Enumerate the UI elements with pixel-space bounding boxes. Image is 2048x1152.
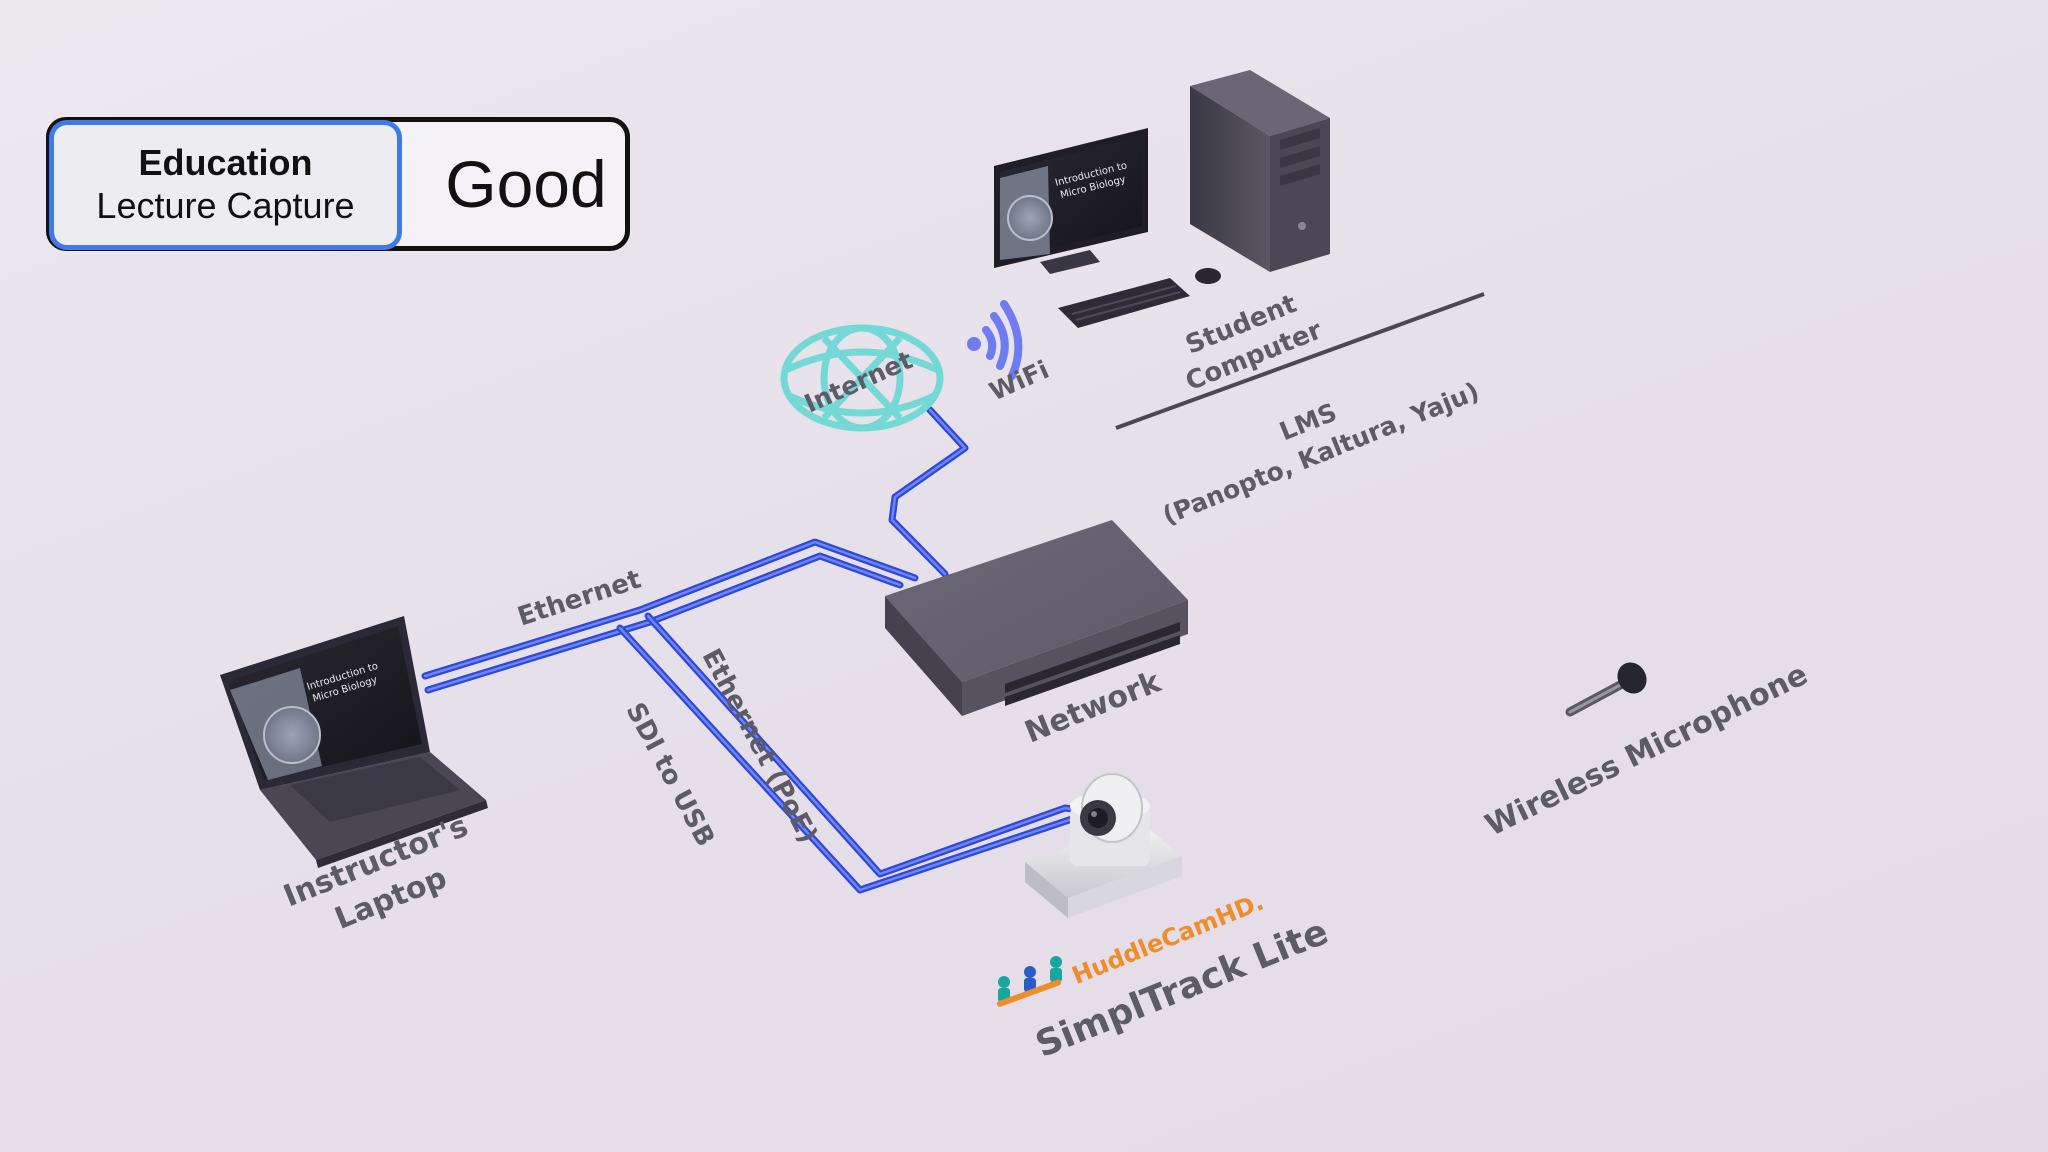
rating-badge: Education Lecture Capture Good xyxy=(46,117,630,251)
keyboard-keys xyxy=(1071,285,1181,321)
badge-rating: Good xyxy=(445,147,607,221)
wireless-microphone xyxy=(1565,662,1647,717)
network-switch xyxy=(885,520,1188,716)
huddlecamhd-logo-icon xyxy=(996,956,1062,1007)
instructor-laptop: Introduction to Micro Biology xyxy=(220,616,488,868)
student-computer: Introduction to Micro Biology xyxy=(994,70,1330,328)
switch-ports xyxy=(1005,622,1180,706)
badge-subcategory: Lecture Capture xyxy=(96,185,355,226)
internet-uplink-cable xyxy=(888,406,969,578)
internet-globe xyxy=(780,324,944,432)
wifi-icon xyxy=(967,300,1023,380)
badge-category: Education xyxy=(138,142,313,183)
ptz-camera xyxy=(1025,773,1182,918)
ethernet-cable xyxy=(421,538,919,694)
lms-divider-line xyxy=(1115,292,1485,430)
tower-drive-bays xyxy=(1280,128,1320,230)
use-case-panel: Education Lecture Capture xyxy=(49,120,402,250)
